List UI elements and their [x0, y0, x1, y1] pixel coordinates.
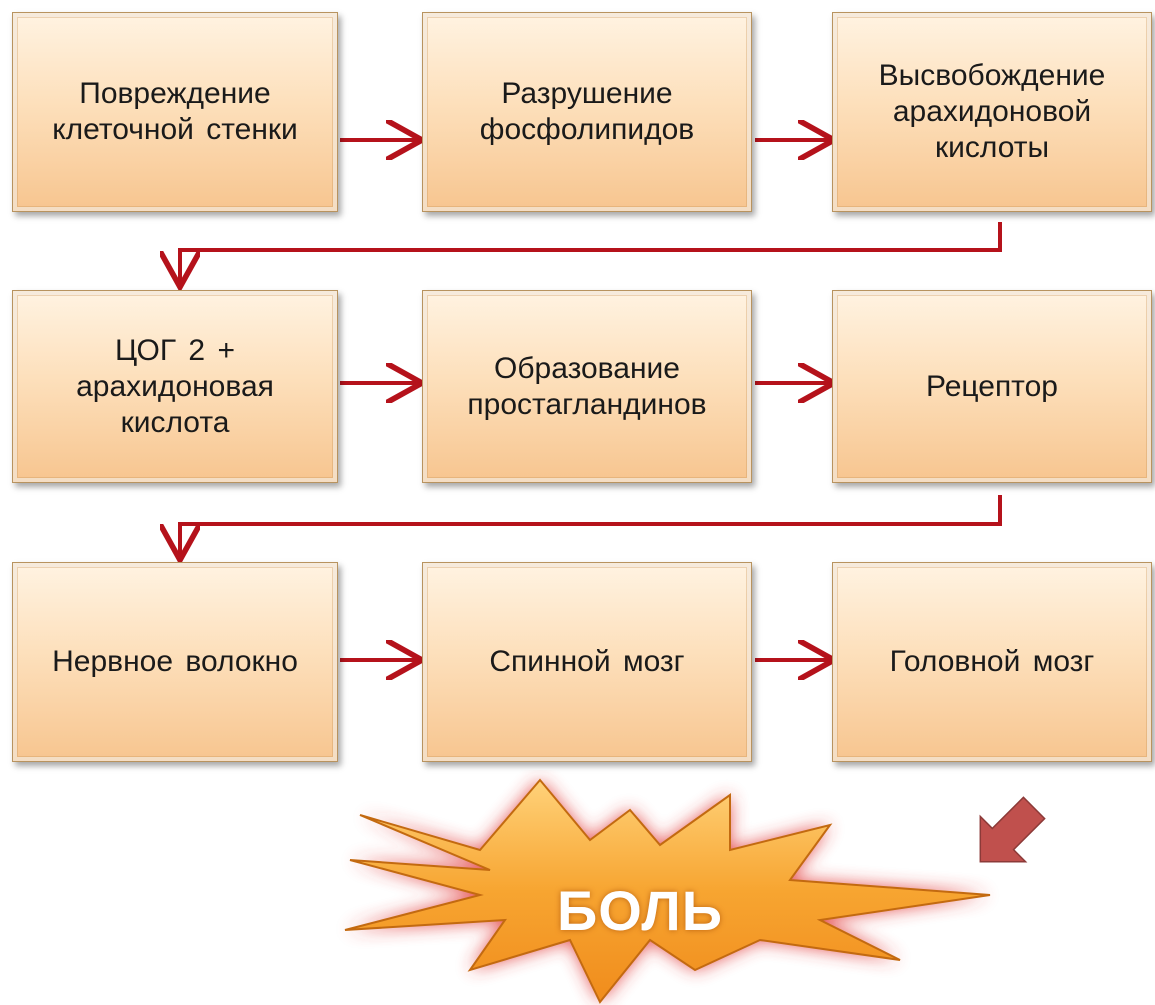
step-brain: Головной мозг [832, 562, 1152, 762]
step-arachidonic-release: Высвобождение арахидоновой кислоты [832, 12, 1152, 212]
step-nerve-fiber: Нервное волокно [12, 562, 338, 762]
pain-label: БОЛЬ [557, 878, 723, 942]
pain-burst-shape [344, 778, 991, 1004]
step-cell-wall-damage: Повреждение клеточной стенки [12, 12, 338, 212]
step-phospholipid-destruction: Разрушение фосфолипидов [422, 12, 752, 212]
big-arrow-icon [979, 796, 1046, 863]
arrow-3-4 [180, 222, 1002, 283]
step-prostaglandin-formation: Образование простагландинов [422, 290, 752, 483]
step-receptor: Рецептор [832, 290, 1152, 483]
arrow-6-7 [180, 495, 1002, 556]
step-spinal-cord: Спинной мозг [422, 562, 752, 762]
step-cox2-arachidonic: ЦОГ 2 + арахидоновая кислота [12, 290, 338, 483]
